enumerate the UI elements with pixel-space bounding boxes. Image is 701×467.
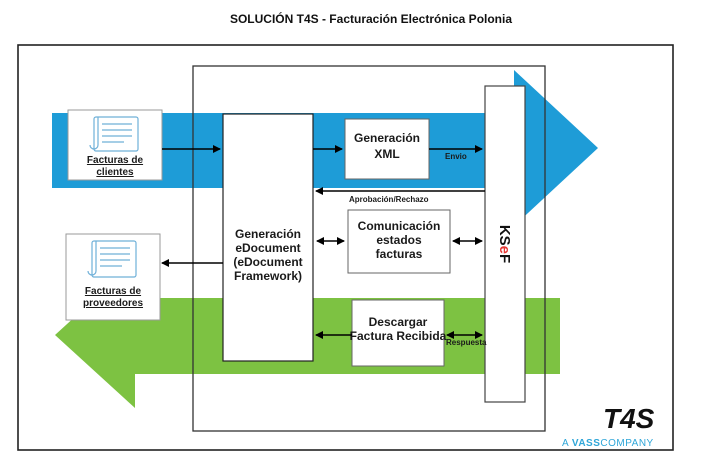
generacion-edocument-label-1: Generación (235, 227, 301, 241)
ksef-box (484, 85, 526, 403)
descargar-label-2: Factura Recibida (350, 329, 447, 343)
edge-label-envio: Envio (445, 152, 467, 161)
facturas-proveedores-label-2: proveedores (83, 298, 143, 309)
generacion-edocument-box (222, 113, 314, 362)
generacion-edocument-label-2: eDocument (235, 241, 300, 255)
generacion-xml-label-1: Generación (354, 131, 420, 145)
ksef-node: KSeF (484, 85, 526, 403)
framework-frame (192, 65, 546, 432)
descargar-label-1: Descargar (369, 315, 428, 329)
invoice-icon (89, 116, 139, 152)
logo-mark: T4S (603, 403, 655, 434)
facturas-clientes-label-1: Facturas de (87, 155, 144, 166)
edge-label-respuesta: Respuesta (446, 338, 487, 347)
facturas-proveedores-label-1: Facturas de (85, 286, 142, 297)
facturas-clientes-label-2: clientes (96, 167, 134, 178)
generacion-edocument-node: Generación eDocument (eDocument Framewor… (222, 113, 314, 362)
comunicacion-label-3: facturas (376, 247, 423, 261)
descargar-node: Descargar Factura Recibida (350, 299, 447, 367)
generacion-xml-box (344, 118, 430, 180)
generacion-edocument-label-3: (eDocument (233, 255, 302, 269)
diagram-title: SOLUCIÓN T4S - Facturación Electrónica P… (230, 11, 512, 26)
comunicacion-label-2: estados (376, 233, 422, 247)
blue-flow-band (52, 70, 598, 226)
comunicacion-label-1: Comunicación (358, 219, 441, 233)
t4s-logo: T4S A VASSCOMPANY (562, 403, 655, 449)
descargar-box (351, 299, 445, 367)
logo-tagline: A VASSCOMPANY (562, 438, 654, 449)
edge-label-aprobacion: Aprobación/Rechazo (349, 195, 429, 204)
comunicacion-node: Comunicación estados facturas (347, 209, 451, 274)
facturas-clientes-node: Facturas de clientes (67, 109, 163, 181)
generacion-xml-label-2: XML (374, 147, 399, 161)
comunicacion-box (347, 209, 451, 274)
ksef-label: KSeF (496, 225, 513, 263)
invoice-icon (87, 240, 137, 278)
facturas-proveedores-node: Facturas de proveedores (65, 233, 161, 321)
generacion-edocument-label-4: Framework) (234, 269, 302, 283)
generacion-xml-node: Generación XML (344, 118, 430, 180)
facturas-clientes-box (67, 109, 163, 181)
